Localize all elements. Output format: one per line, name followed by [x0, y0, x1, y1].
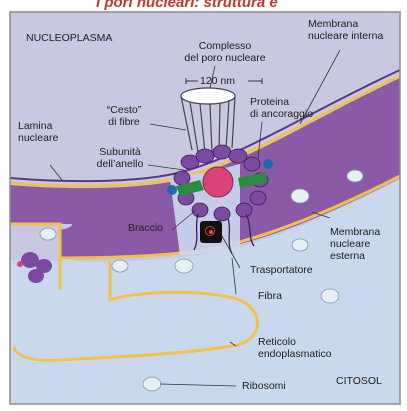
label-braccio: Braccio: [128, 222, 164, 234]
arms: [176, 172, 268, 196]
cursor-dot: [209, 230, 213, 234]
diagram-title: I pori nucleari: struttura e: [96, 0, 278, 11]
left-pore-complex: [17, 252, 52, 283]
scale-bar: [185, 78, 263, 84]
label-reticolo-endoplasmatico: Reticolo endoplasmatico: [258, 336, 332, 360]
er-lumen: [14, 258, 250, 356]
anchor-protein-left: [167, 185, 177, 195]
label-trasportatore: Trasportatore: [250, 264, 313, 276]
label-membrana-esterna: Membrana nucleare esterna: [330, 226, 381, 262]
label-lamina-nucleare: Lamina nucleare: [18, 120, 59, 144]
label-complesso-poro: Complesso del poro nucleare: [184, 40, 266, 64]
perinuclear-space: [10, 78, 400, 258]
fiber-basket: [180, 87, 236, 154]
anchor-protein-right: [263, 159, 273, 169]
cursor-ring: [205, 226, 215, 236]
label-ribosomi: Ribosomi: [242, 380, 286, 392]
pointer-cursor: [200, 221, 222, 243]
leader-lines: [49, 49, 341, 387]
figure-frame: [9, 11, 401, 405]
er-membrane: [12, 262, 259, 362]
label-proteina-ancoraggio: Proteina di ancoraggio: [250, 96, 314, 120]
label-nucleoplasma: NUCLEOPLASMA: [26, 32, 113, 44]
label-membrana-interna: Membrana nucleare interna: [308, 18, 384, 42]
label-citosol: CITOSOL: [336, 375, 382, 387]
label-120-nm: 120 nm: [200, 75, 236, 87]
label-subunita-anello: Subunità dell’anello: [96, 146, 144, 170]
label-cesto-fibre: “Cesto” di fibre: [106, 104, 142, 128]
left-membrane-fold: [10, 222, 62, 290]
ribosomes: [39, 169, 364, 392]
transporter: [202, 166, 234, 198]
label-fibra: Fibra: [258, 290, 282, 302]
